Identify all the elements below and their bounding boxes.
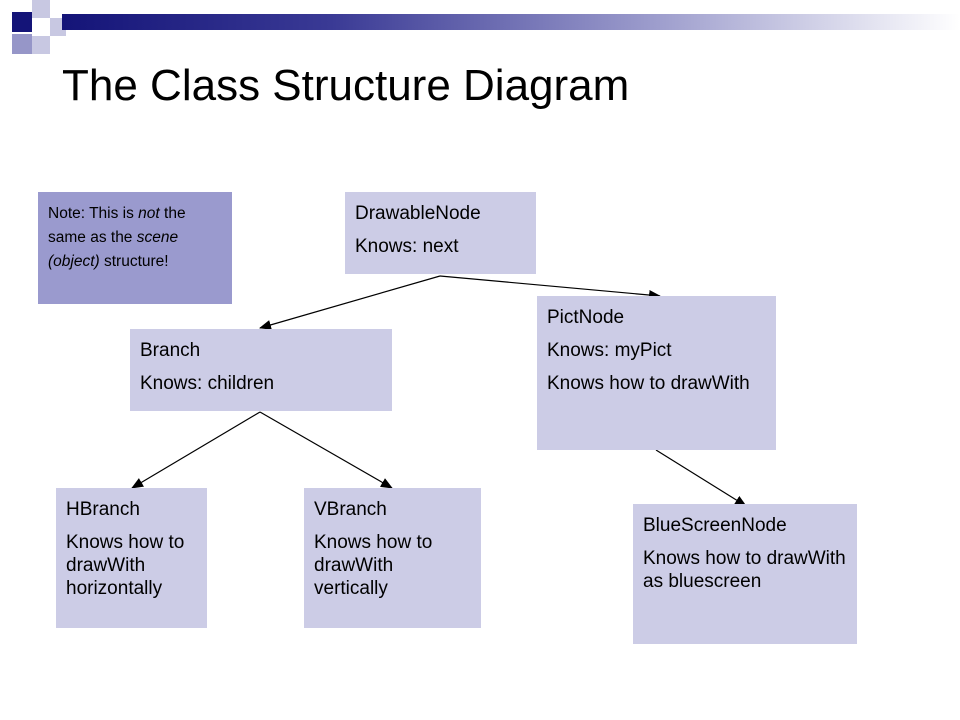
node-behavior: Knows how to drawWith as bluescreen bbox=[643, 548, 846, 592]
node-name: BlueScreenNode bbox=[643, 515, 787, 536]
note-text-emphasis: scene (object) bbox=[48, 229, 179, 270]
note-text: structure! bbox=[99, 253, 169, 270]
node-bluescreennode: BlueScreenNode Knows how to drawWith as … bbox=[633, 504, 857, 644]
note-text: the same as the bbox=[48, 205, 186, 246]
note-text: Note: This is bbox=[48, 205, 139, 222]
node-property: Knows: children bbox=[140, 373, 275, 394]
decor-square-medium bbox=[12, 34, 32, 54]
decor-square-light bbox=[32, 0, 50, 18]
edge-pictnode-bluescreennode bbox=[655, 449, 747, 507]
node-behavior: Knows how to drawWith horizontally bbox=[66, 532, 185, 599]
edge-drawablenode-pictnode bbox=[439, 275, 661, 300]
title-gradient-bar bbox=[62, 14, 960, 30]
node-property: Knows: next bbox=[355, 236, 459, 257]
decor-square-light bbox=[32, 36, 50, 54]
node-hbranch: HBranch Knows how to drawWith horizontal… bbox=[56, 488, 207, 628]
note-text-emphasis: not bbox=[138, 205, 160, 222]
node-behavior: Knows how to drawWith vertically bbox=[314, 532, 433, 599]
node-pictnode: PictNode Knows: myPict Knows how to draw… bbox=[537, 296, 776, 450]
note-box: Note: This is not the same as the scene … bbox=[38, 192, 232, 304]
node-name: PictNode bbox=[547, 307, 625, 328]
node-vbranch: VBranch Knows how to drawWith vertically bbox=[304, 488, 481, 628]
node-name: Branch bbox=[140, 340, 201, 361]
node-name: HBranch bbox=[66, 499, 140, 520]
decor-square-dark bbox=[12, 12, 32, 32]
edge-drawablenode-branch bbox=[259, 275, 441, 330]
node-branch: Branch Knows: children bbox=[130, 329, 392, 411]
page-title: The Class Structure Diagram bbox=[62, 61, 630, 110]
edge-branch-vbranch bbox=[259, 411, 393, 489]
node-property: Knows: myPict bbox=[547, 340, 672, 361]
node-drawablenode: DrawableNode Knows: next bbox=[345, 192, 536, 274]
node-name: DrawableNode bbox=[355, 203, 481, 224]
node-name: VBranch bbox=[314, 499, 387, 520]
edge-branch-hbranch bbox=[131, 411, 261, 489]
node-behavior: Knows how to drawWith bbox=[547, 373, 750, 394]
